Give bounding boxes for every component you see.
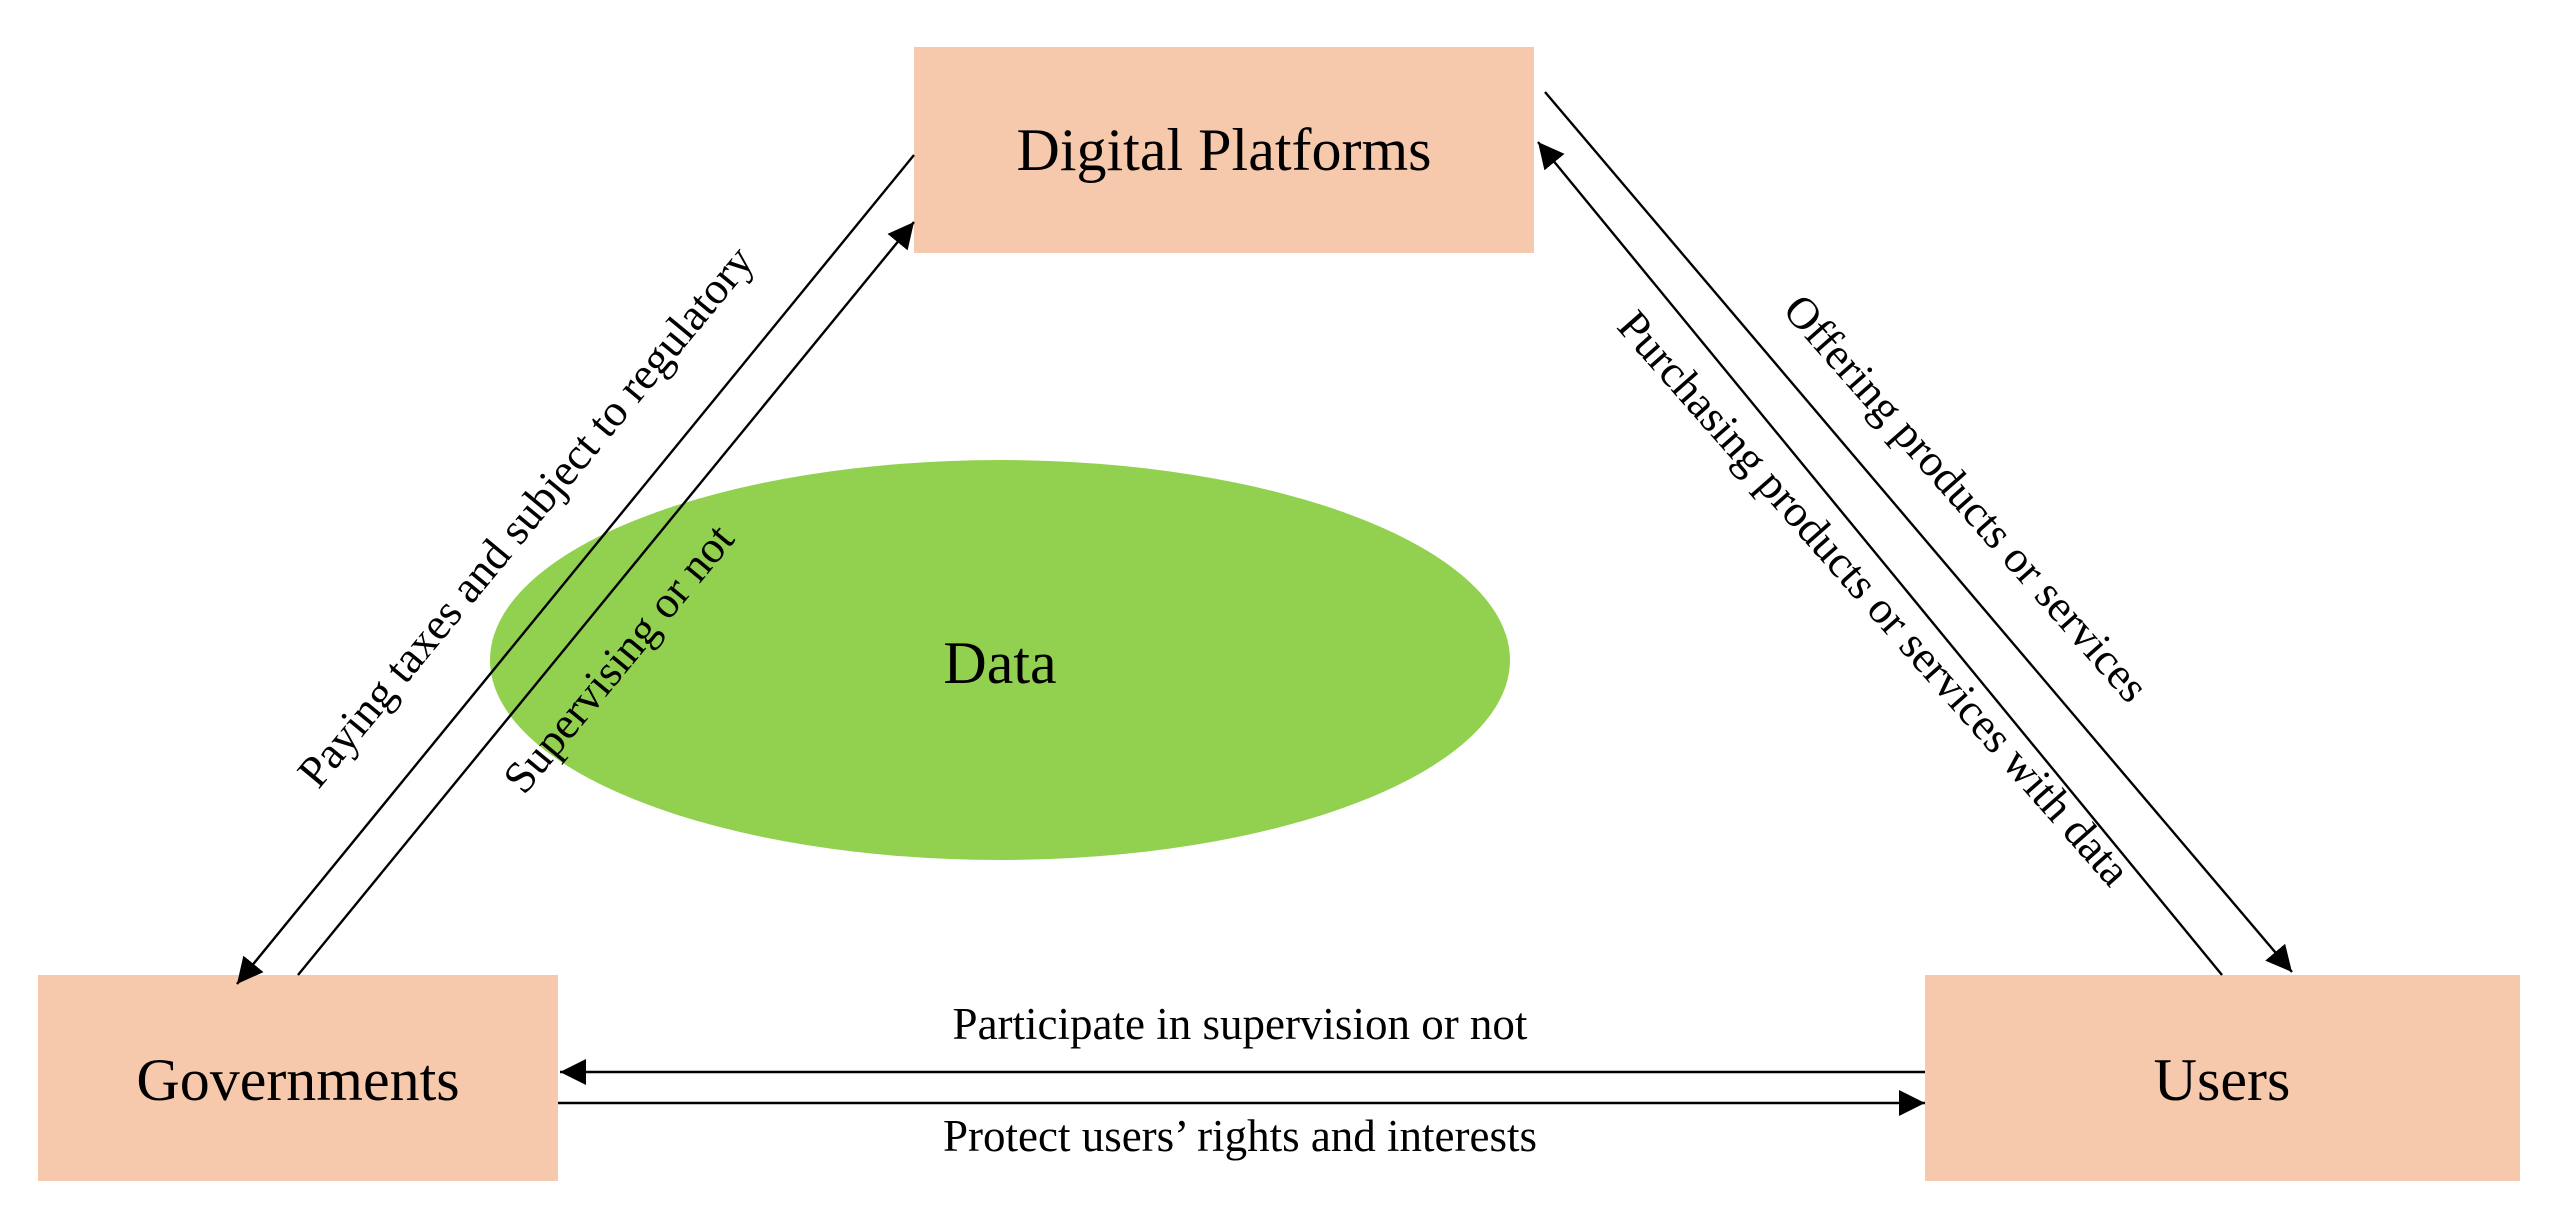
digital-platforms-box bbox=[914, 47, 1534, 253]
data-label: Data bbox=[943, 630, 1056, 696]
digital-platforms-node: Digital Platforms bbox=[914, 47, 1534, 253]
supervising-arrow bbox=[297, 221, 915, 976]
users-box bbox=[1925, 975, 2520, 1181]
governments-label: Governments bbox=[136, 1047, 459, 1113]
users-node: Users bbox=[1925, 975, 2520, 1181]
users-label: Users bbox=[2154, 1047, 2291, 1113]
governments-box bbox=[38, 975, 558, 1181]
governments-node: Governments bbox=[38, 975, 558, 1181]
offering-arrow bbox=[1544, 91, 2293, 973]
paying-taxes-arrow bbox=[236, 154, 915, 985]
protect-label: Protect users’ rights and interests bbox=[943, 1111, 1537, 1161]
participate-label: Participate in supervision or not bbox=[953, 999, 1528, 1049]
data-ellipse bbox=[490, 460, 1510, 860]
digital-platforms-label: Digital Platforms bbox=[1017, 117, 1432, 183]
purchasing-arrow bbox=[1537, 141, 2223, 976]
